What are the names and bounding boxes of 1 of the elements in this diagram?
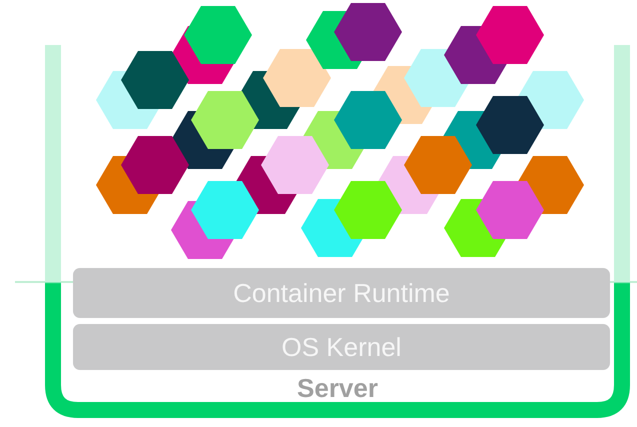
server-label: Server	[297, 373, 378, 403]
